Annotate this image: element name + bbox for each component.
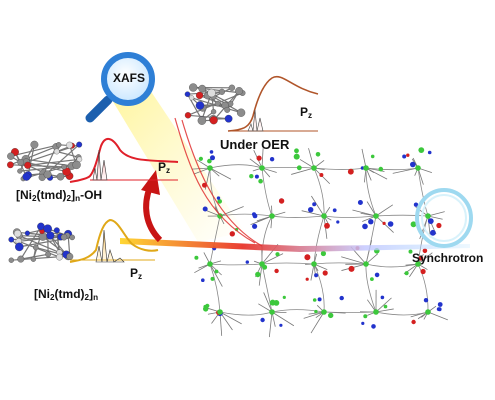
mof-framework [191, 147, 448, 338]
oh-formula-s1: 2 [32, 194, 37, 204]
base-orbital-main: P [130, 266, 139, 280]
synchrotron-ring-icon [415, 188, 473, 248]
under-oer-label: Under OER [220, 137, 290, 152]
base-formula-s3: n [93, 293, 99, 303]
xafs-label: XAFS [113, 71, 146, 85]
base-molecule-model [8, 222, 75, 263]
oh-formula-s3: n [75, 194, 81, 204]
oh-molecule-model [7, 140, 83, 182]
oer-molecule-model [184, 83, 246, 125]
base-formula-a: [Ni [34, 287, 50, 301]
base-formula-s1: 2 [50, 293, 55, 303]
oh-orbital-sub: z [166, 166, 171, 176]
oh-orbital-label: Pz [158, 160, 171, 176]
base-formula-s2: 2 [84, 293, 90, 303]
oer-orbital-label: Pz [300, 105, 313, 121]
oh-formula-d: -OH [80, 188, 103, 202]
transformation-arrow [141, 170, 163, 243]
incident-beam-lines [174, 117, 263, 247]
oh-spectrum [69, 138, 179, 183]
oh-formula-c: ] [71, 188, 76, 202]
base-formula: [Ni2(tmd)2]n [34, 287, 99, 303]
base-orbital-label: Pz [130, 266, 143, 282]
magnifier-icon [85, 52, 155, 123]
base-formula-b: (tmd) [54, 287, 85, 301]
oer-orbital-main: P [300, 105, 309, 119]
base-formula-c: ] [89, 287, 94, 301]
xray-glow [112, 90, 245, 242]
oh-formula-s2: 2 [66, 194, 72, 204]
oh-formula-b: (tmd) [36, 188, 67, 202]
synchrotron-beam [120, 238, 470, 252]
oer-orbital-sub: z [308, 111, 313, 121]
base-spectrum [69, 218, 159, 263]
synchrotron-label: Synchrotron [412, 251, 484, 265]
oh-orbital-main: P [158, 160, 167, 174]
oh-formula-a: [Ni [16, 188, 32, 202]
oer-spectrum [227, 75, 319, 132]
oh-formula: [Ni2(tmd)2]n-OH [16, 188, 103, 204]
base-orbital-sub: z [138, 272, 143, 282]
